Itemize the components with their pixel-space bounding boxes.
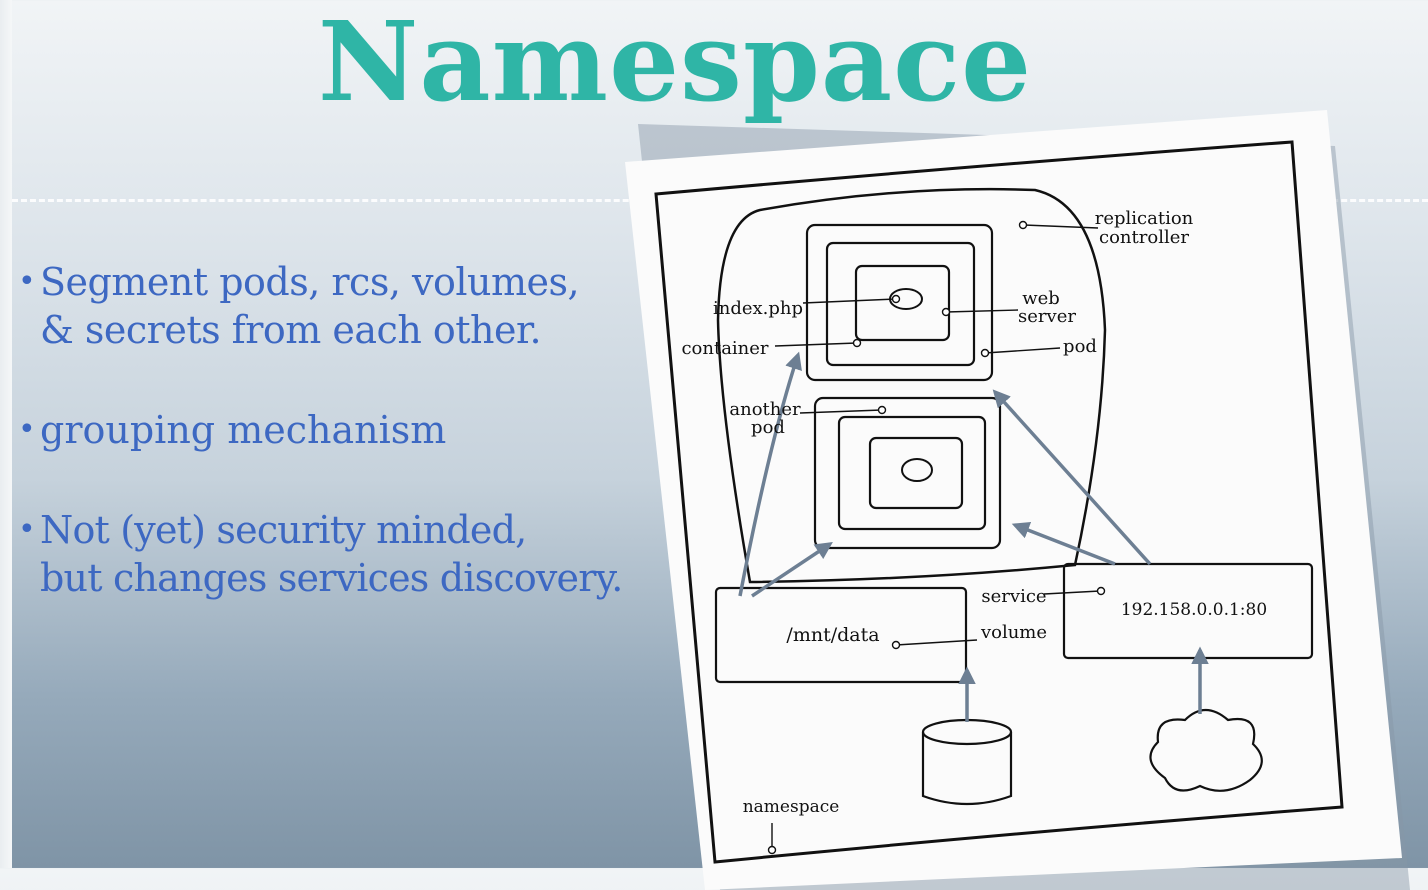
cloud-shape <box>1149 708 1263 792</box>
namespace-diagram-card: replication controller index.php web ser… <box>620 110 1410 890</box>
leader-dot <box>852 338 862 348</box>
paper-sheet <box>625 110 1402 890</box>
leader-pod <box>984 347 1061 354</box>
arrow-service-to-pod <box>992 389 1152 566</box>
label-web-server-1: web <box>1022 288 1060 309</box>
leader-dot <box>941 307 951 317</box>
leader-dot <box>980 348 990 358</box>
label-web-server-2: server <box>1018 306 1076 327</box>
leader-dot <box>767 845 777 855</box>
arrow-volume-to-container <box>738 351 802 597</box>
storage-cylinder-body <box>921 732 1013 806</box>
label-pod: pod <box>1063 336 1097 357</box>
leader-web-server <box>945 309 1019 313</box>
label-another-pod-1: another <box>729 399 801 420</box>
bullet-text: Segment pods, rcs, volumes, & secrets fr… <box>40 260 580 352</box>
label-volume-path: /mnt/data <box>786 624 879 646</box>
left-edge <box>0 0 12 868</box>
bullet-marker: • <box>18 264 36 299</box>
label-replication-controller-2: controller <box>1099 227 1189 248</box>
leader-dot <box>1096 586 1106 596</box>
label-namespace: namespace <box>743 797 840 817</box>
leader-dot <box>1018 220 1028 230</box>
leader-dot <box>891 640 901 650</box>
another-pod-inner <box>868 436 964 510</box>
label-replication-controller-1: replication <box>1095 208 1194 229</box>
pod-middle <box>825 241 976 367</box>
arrow-volume-to-another-pod <box>751 542 833 598</box>
label-volume: volume <box>980 622 1047 643</box>
label-index-php: index.php <box>713 298 803 319</box>
leader-service <box>1043 590 1101 595</box>
pod-inner <box>854 264 951 342</box>
bullet-text: grouping mechanism <box>40 408 447 452</box>
leader-volume <box>895 639 978 646</box>
label-service-address: 192.158.0.0.1:80 <box>1121 600 1267 620</box>
arrow-service-to-another-pod <box>1011 521 1116 566</box>
namespace-diagram: replication controller index.php web ser… <box>625 110 1410 890</box>
leader-container <box>774 342 858 347</box>
label-another-pod-2: pod <box>751 417 785 438</box>
bullet-item: • Not (yet) security minded, but changes… <box>18 506 648 602</box>
volume-box <box>714 586 968 684</box>
bullet-item: • grouping mechanism <box>18 406 648 454</box>
another-pod-core <box>901 458 933 482</box>
service-box <box>1062 562 1314 660</box>
bullet-text: Not (yet) security minded, but changes s… <box>40 508 623 600</box>
namespace-border <box>654 140 1344 864</box>
bullet-item: • Segment pods, rcs, volumes, & secrets … <box>18 258 648 354</box>
leader-another-pod <box>799 409 883 414</box>
leader-dot <box>891 294 901 304</box>
label-service: service <box>981 586 1046 607</box>
bullet-marker: • <box>18 412 36 447</box>
label-container: container <box>681 338 768 359</box>
leader-replication-controller <box>1023 224 1099 229</box>
slide-title: Namespace <box>317 0 1033 126</box>
leader-dot <box>877 405 887 415</box>
another-pod-middle <box>837 415 987 531</box>
bullet-list: • Segment pods, rcs, volumes, & secrets … <box>18 258 648 654</box>
leader-index-php <box>802 298 897 304</box>
another-pod-outer <box>813 396 1002 550</box>
bullet-marker: • <box>18 512 36 547</box>
